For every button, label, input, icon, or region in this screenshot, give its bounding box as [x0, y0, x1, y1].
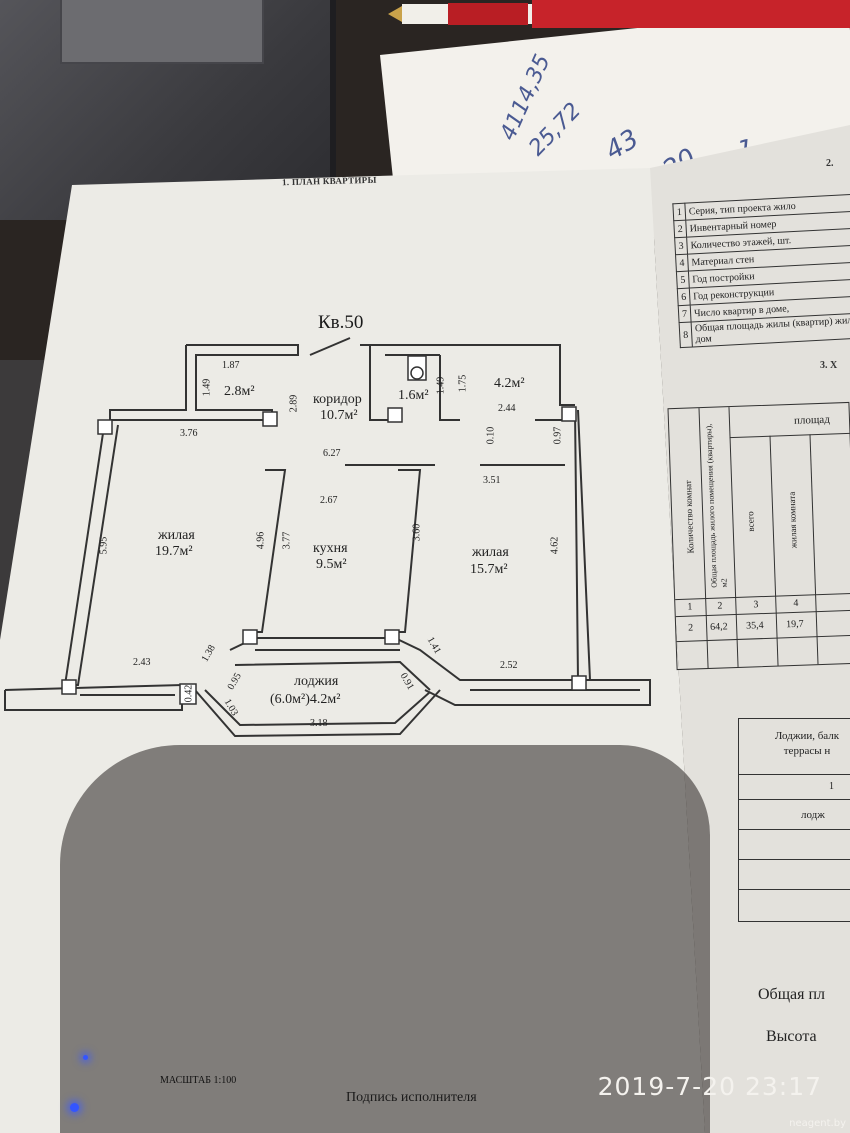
dim-label: 1.49 [435, 376, 447, 395]
row-number: 2 [673, 220, 687, 238]
loggia-area: (6.0м²)4.2м² [270, 692, 341, 707]
row-number: 6 [677, 288, 691, 306]
dim-label: 2.89 [288, 394, 300, 413]
index-cell: 1 [687, 601, 693, 613]
dim-label: 2.43 [133, 657, 151, 668]
dim-label: 3.76 [180, 428, 198, 439]
info-section3-title: 3. Х [820, 360, 838, 371]
loggia-table-index: 1 [829, 781, 834, 792]
hand-shadow [60, 745, 710, 1133]
loggia-table-header: Лоджии, балк террасы н [774, 730, 840, 757]
row-number: 4 [675, 254, 689, 272]
area-table: площад Количество комнат Общая площадь ж… [667, 401, 850, 671]
dim-label: 4.96 [255, 531, 267, 550]
data-cell: 64,2 [709, 621, 728, 633]
dim-label: 1.49 [201, 378, 213, 397]
dim-label: 3.18 [310, 718, 328, 729]
living2-name: жилая [472, 545, 509, 560]
row-number: 7 [678, 305, 692, 323]
row-number: 3 [674, 237, 688, 255]
laptop-trackpad-area [60, 0, 264, 64]
corridor-name: коридор [313, 392, 362, 407]
dim-label: 3.77 [281, 531, 293, 550]
dim-label: 2.44 [498, 403, 516, 414]
dim-label: 3.51 [483, 475, 501, 486]
index-cell: 3 [753, 599, 759, 611]
pen [388, 0, 850, 28]
living2-area: 15.7м² [470, 562, 508, 577]
data-cell: 19,7 [785, 618, 804, 631]
dim-label: 5.95 [98, 536, 110, 555]
index-cell: 4 [793, 597, 799, 609]
data-cell: 35,4 [745, 620, 764, 632]
photo-watermark: neagent.by [789, 1118, 846, 1129]
apartment-number: Кв.50 [318, 312, 364, 333]
info-section2-title: 2. [826, 158, 834, 169]
dim-label: 6.27 [323, 448, 341, 459]
bath-area: 4.2м² [494, 376, 525, 391]
kitchen-area: 9.5м² [316, 557, 347, 572]
loggia-table-row1: лодж [801, 809, 825, 821]
index-cell: 2 [717, 600, 723, 612]
corridor-area: 10.7м² [320, 408, 358, 423]
loggia-table: Лоджии, балк террасы н 1 лодж [738, 718, 850, 922]
col-header-living: жилая комната [786, 491, 799, 549]
dim-label: 2.67 [320, 495, 338, 506]
dim-label: 1.75 [457, 374, 469, 393]
total-area-label: Общая пл [758, 986, 826, 1003]
status-led [83, 1055, 88, 1060]
living1-area: 19.7м² [155, 544, 193, 559]
dim-label: 1.87 [222, 360, 240, 371]
dim-label: 0.97 [552, 426, 564, 445]
data-cell: 2 [687, 622, 694, 634]
living1-name: жилая [158, 528, 195, 543]
dim-label: 2.52 [500, 660, 518, 671]
kitchen-name: кухня [313, 541, 348, 556]
wc-area: 1.6м² [398, 388, 429, 403]
dim-label: 3.60 [411, 523, 423, 542]
signature-label: Подпись исполнителя [346, 1090, 477, 1105]
col-header-total: всего [745, 511, 756, 532]
dim-label: 4.62 [549, 536, 561, 555]
scale-label: МАСШТАБ 1:100 [160, 1075, 237, 1086]
height-label: Высота [766, 1028, 817, 1045]
row-number: 5 [676, 271, 690, 289]
dim-label: 0.42 [183, 684, 195, 703]
photo-timestamp: 2019-7-20 23:17 [597, 1072, 822, 1101]
row-number: 1 [672, 203, 686, 221]
status-led [70, 1103, 79, 1112]
dim-label: 0.10 [485, 426, 497, 445]
loggia-name: лоджия [294, 674, 339, 689]
storage-area: 2.8м² [224, 384, 255, 399]
